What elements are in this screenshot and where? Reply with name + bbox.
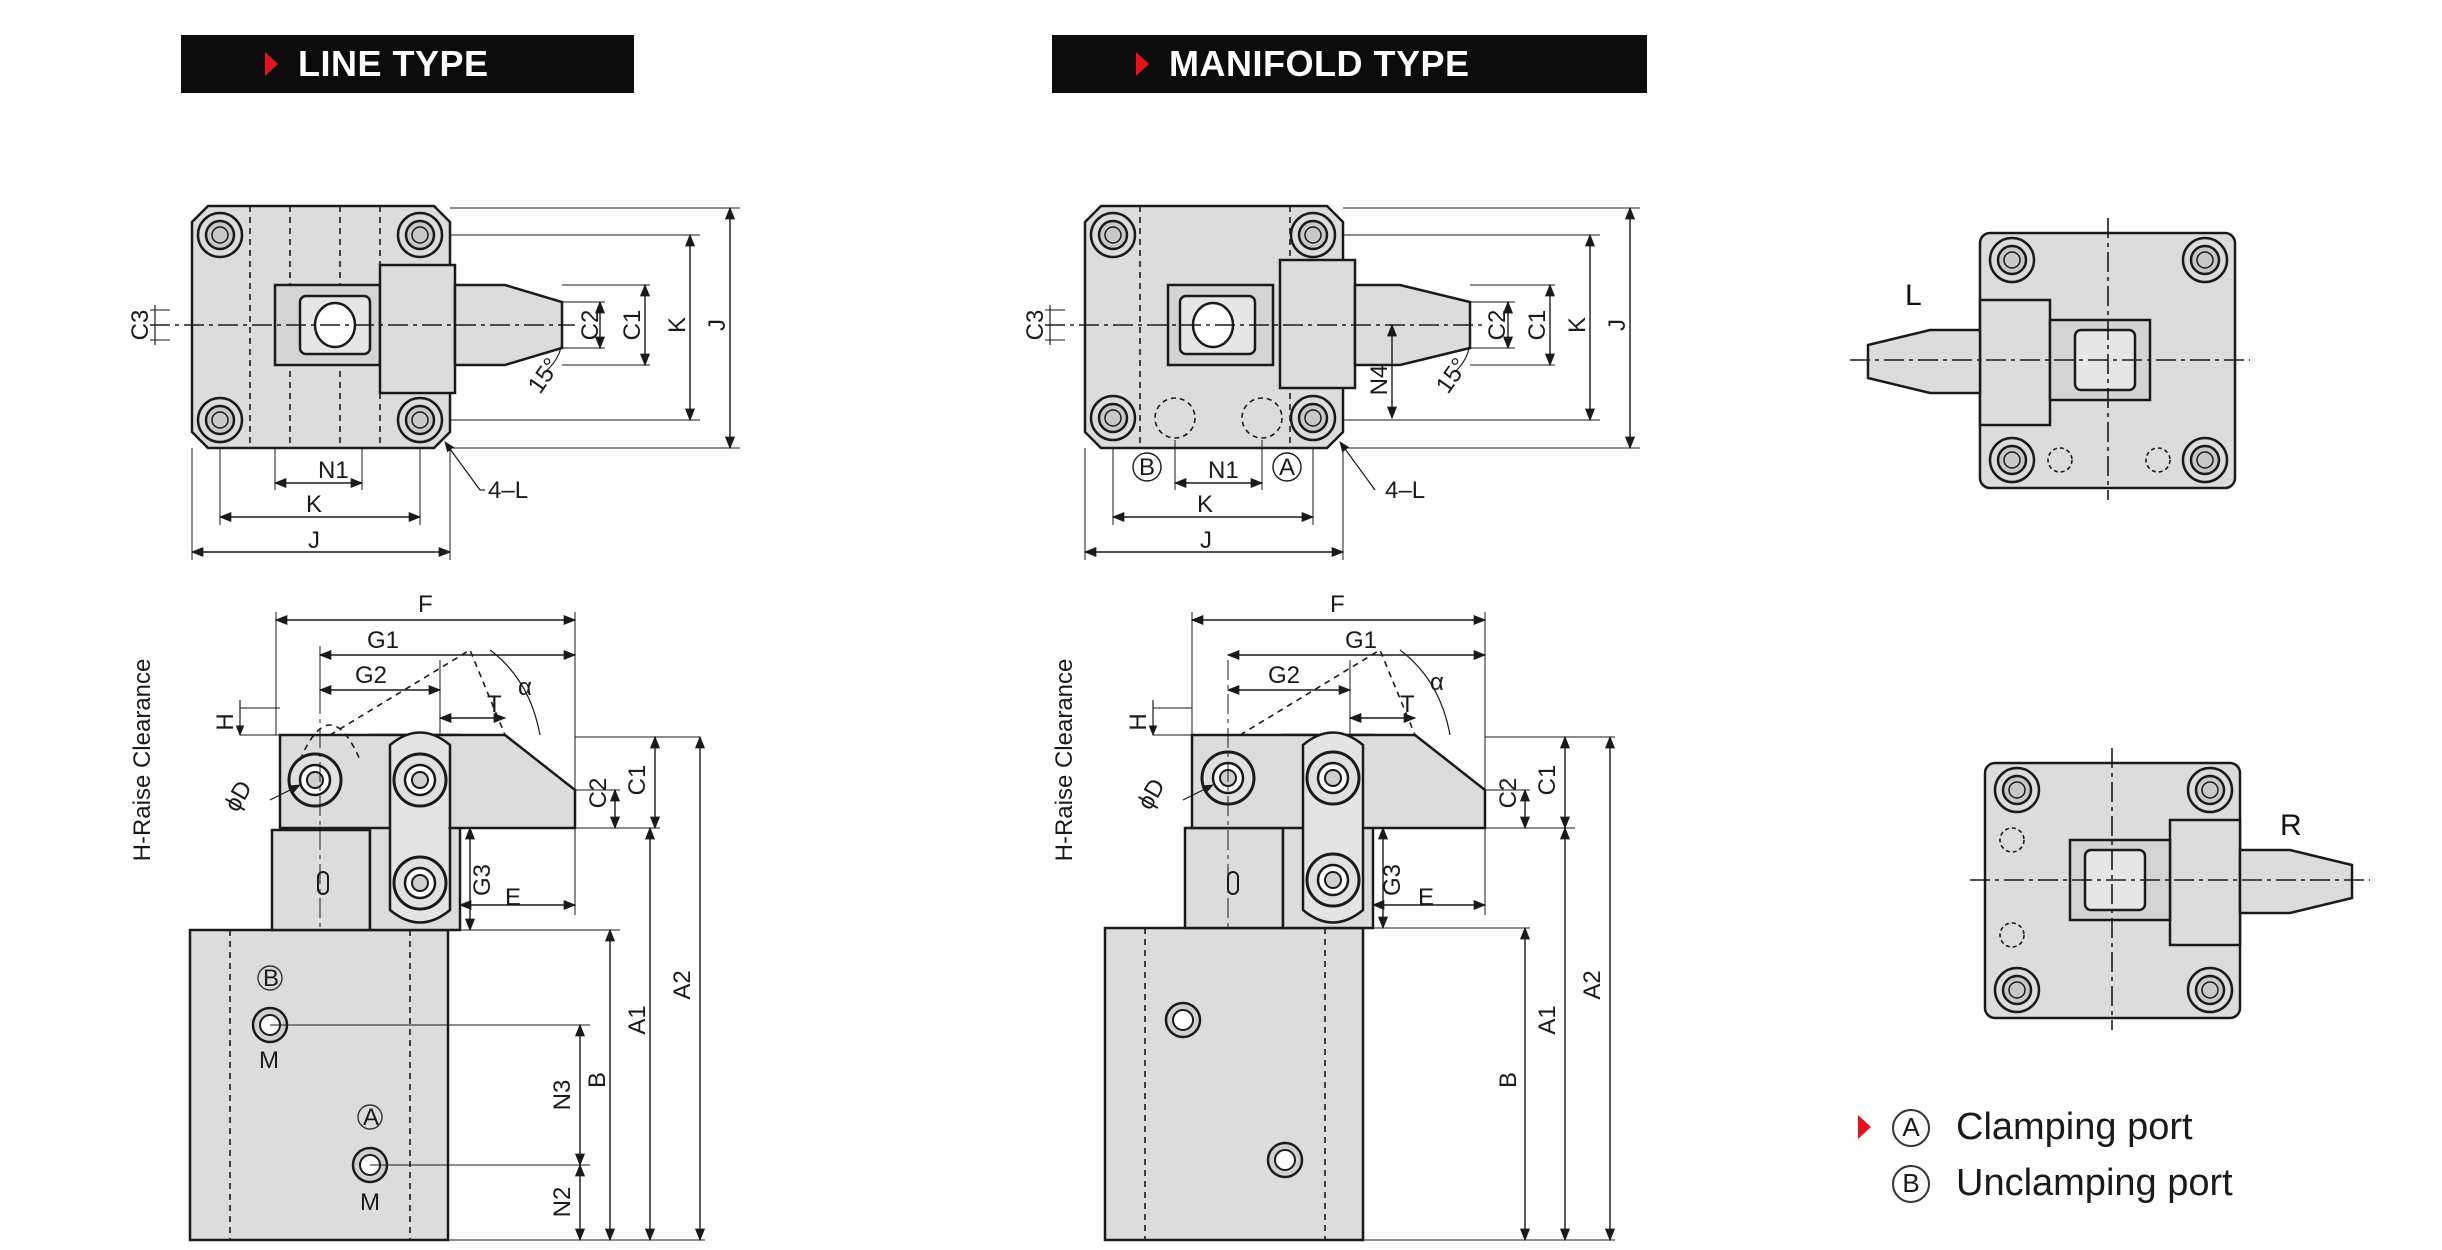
line-type-banner: LINE TYPE xyxy=(181,35,634,93)
port-symbol: A xyxy=(1892,1108,1930,1147)
raise-clearance-label: H-Raise Clearance xyxy=(129,659,156,862)
dim-B: B xyxy=(584,1072,611,1088)
red-arrow-icon xyxy=(265,52,278,76)
dim-C2: C2 xyxy=(577,310,604,341)
dim-G3: G3 xyxy=(1379,864,1406,896)
orientation-left-view xyxy=(1850,218,2250,500)
dim-E: E xyxy=(1418,884,1434,911)
red-arrow-icon xyxy=(1858,1115,1871,1139)
dim-J: J xyxy=(308,527,320,554)
dim-N4: N4 xyxy=(1366,365,1393,396)
dim-C2: C2 xyxy=(1495,778,1522,809)
dim-B: B xyxy=(1495,1072,1522,1088)
dim-N3: N3 xyxy=(549,1080,576,1111)
dim-C3: C3 xyxy=(1022,310,1049,341)
dim-J-vertical: J xyxy=(1604,319,1631,331)
red-arrow-icon xyxy=(1136,52,1149,76)
manifold-side-view xyxy=(1103,612,1616,1242)
dim-A2: A2 xyxy=(669,970,696,999)
dim-C1: C1 xyxy=(624,765,651,796)
dim-C1: C1 xyxy=(1524,310,1551,341)
dim-M: M xyxy=(360,1189,380,1216)
dim-E: E xyxy=(505,884,521,911)
dim-4L: 4–L xyxy=(488,477,528,504)
dim-C2: C2 xyxy=(585,778,612,809)
port-A-marker: A xyxy=(1279,454,1295,481)
dim-K-vertical: K xyxy=(664,317,691,333)
dimension-labels: N1 K J 4–L C3 C2 C1 K J 15° N1 K J 4–L B… xyxy=(127,279,2302,1217)
dim-G1: G1 xyxy=(367,627,399,654)
dim-G2: G2 xyxy=(355,662,387,689)
legend-clamping-port: A Clamping port xyxy=(1858,1106,2193,1149)
dim-C2: C2 xyxy=(1484,310,1511,341)
dim-J-vertical: J xyxy=(704,319,731,331)
line-side-view xyxy=(188,612,706,1242)
dim-angle: 15° xyxy=(523,353,566,398)
orientation-left-label: L xyxy=(1905,279,1922,312)
legend-unclamping-port: B Unclamping port xyxy=(1858,1162,2233,1205)
raise-clearance-label: H-Raise Clearance xyxy=(1051,659,1078,862)
dim-H: H xyxy=(1125,713,1152,730)
dim-alpha: α xyxy=(1430,669,1444,696)
dim-4L: 4–L xyxy=(1385,477,1425,504)
dim-K: K xyxy=(306,491,322,518)
orientation-right-view xyxy=(1970,748,2370,1030)
dim-F: F xyxy=(1330,591,1345,618)
port-symbol: B xyxy=(1892,1164,1930,1203)
dim-K-vertical: K xyxy=(1564,317,1591,333)
legend-text: Clamping port xyxy=(1956,1106,2193,1148)
banner-title: MANIFOLD TYPE xyxy=(1169,43,1470,84)
dim-phiD: ϕD xyxy=(219,776,258,816)
dim-G3: G3 xyxy=(469,864,496,896)
legend-text: Unclamping port xyxy=(1956,1162,2233,1204)
dim-N1: N1 xyxy=(318,457,349,484)
dim-A1: A1 xyxy=(624,1005,651,1034)
dim-N2: N2 xyxy=(549,1187,576,1218)
dim-F: F xyxy=(418,591,433,618)
line-top-view xyxy=(150,204,740,560)
port-A-marker: A xyxy=(363,1104,379,1131)
dim-T: T xyxy=(1400,691,1415,718)
dim-G2: G2 xyxy=(1268,662,1300,689)
dim-H: H xyxy=(212,713,239,730)
dim-N1: N1 xyxy=(1208,457,1239,484)
dim-J: J xyxy=(1200,527,1212,554)
dim-M: M xyxy=(259,1047,279,1074)
port-B-marker: B xyxy=(263,965,279,992)
dim-angle: 15° xyxy=(1431,353,1474,398)
dim-G1: G1 xyxy=(1345,627,1377,654)
banner-title: LINE TYPE xyxy=(298,43,489,84)
dim-K: K xyxy=(1197,491,1213,518)
dim-phiD: ϕD xyxy=(1132,774,1171,814)
dim-T: T xyxy=(487,691,502,718)
port-B-marker: B xyxy=(1139,454,1155,481)
dim-C1: C1 xyxy=(1534,765,1561,796)
dim-alpha: α xyxy=(518,674,532,701)
dim-C1: C1 xyxy=(619,310,646,341)
dim-A1: A1 xyxy=(1534,1005,1561,1034)
dim-C3: C3 xyxy=(127,310,154,341)
dim-A2: A2 xyxy=(1579,970,1606,999)
manifold-top-view xyxy=(1045,204,1640,560)
orientation-right-label: R xyxy=(2280,809,2302,842)
manifold-type-banner: MANIFOLD TYPE xyxy=(1052,35,1647,93)
